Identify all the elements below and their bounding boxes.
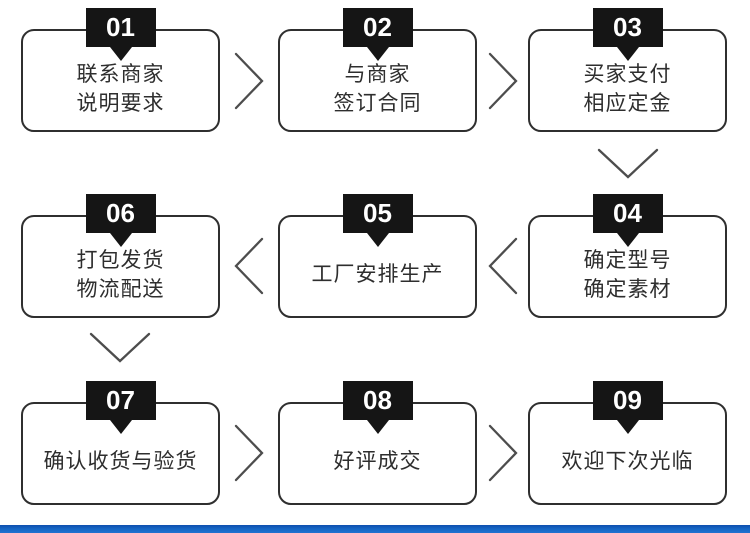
step-02-number-badge: 02	[342, 8, 413, 61]
step-03-number-badge: 03	[592, 8, 663, 61]
step-label-line2: 说明要求	[76, 91, 165, 115]
step-03-label: 买家支付 相应定金	[528, 29, 727, 132]
step-number: 09	[613, 385, 642, 415]
chevron-down-icon-03-to-04	[597, 148, 659, 179]
step-number: 04	[613, 198, 642, 228]
badge-pointer	[616, 233, 639, 247]
step-label-line1: 欢迎下次光临	[561, 450, 694, 473]
step-08-number-badge: 08	[342, 381, 413, 434]
step-label-line1: 确认收货与验货	[43, 450, 198, 473]
step-09-number-badge: 09	[592, 381, 663, 434]
chevron-right-icon-07-to-08	[234, 424, 264, 482]
step-label-line1: 联系商家	[76, 62, 165, 86]
step-02: 02 与商家 签订合同	[278, 8, 477, 132]
step-07-label: 确认收货与验货	[21, 402, 220, 505]
step-05-number-badge: 05	[342, 194, 413, 247]
step-08-label: 好评成交	[278, 402, 477, 505]
badge-pointer	[616, 47, 639, 61]
footer-accent-bar	[0, 525, 750, 533]
chevron-right-icon-02-to-03	[488, 52, 518, 110]
step-number: 01	[106, 12, 135, 42]
chevron-right-icon-01-to-02	[234, 52, 264, 110]
badge-pointer	[616, 420, 639, 434]
step-number: 06	[106, 198, 135, 228]
step-08: 08 好评成交	[278, 381, 477, 505]
step-06-label: 打包发货 物流配送	[21, 215, 220, 318]
badge-pointer	[109, 233, 132, 247]
step-02-label: 与商家 签订合同	[278, 29, 477, 132]
step-05-label: 工厂安排生产	[278, 215, 477, 318]
step-label-line2: 确定素材	[583, 277, 672, 301]
step-03: 03 买家支付 相应定金	[528, 8, 727, 132]
step-number: 07	[106, 385, 135, 415]
step-06: 06 打包发货 物流配送	[21, 194, 220, 318]
step-01: 01 联系商家 说明要求	[21, 8, 220, 132]
step-label-line1: 工厂安排生产	[311, 263, 444, 286]
step-label-line1: 好评成交	[333, 450, 422, 473]
step-label-line1: 与商家	[344, 62, 411, 86]
step-label-line2: 物流配送	[76, 277, 165, 301]
step-label-line1: 确定型号	[583, 248, 672, 272]
step-label-line2: 签订合同	[333, 91, 422, 115]
step-label-line1: 打包发货	[76, 248, 165, 272]
chevron-left-icon-04-to-05	[488, 237, 518, 295]
step-09-label: 欢迎下次光临	[528, 402, 727, 505]
step-number: 05	[363, 198, 392, 228]
step-number: 02	[363, 12, 392, 42]
badge-pointer	[366, 47, 389, 61]
step-01-label: 联系商家 说明要求	[21, 29, 220, 132]
step-label-line1: 买家支付	[583, 62, 672, 86]
step-number: 03	[613, 12, 642, 42]
step-07-number-badge: 07	[85, 381, 156, 434]
badge-pointer	[109, 420, 132, 434]
step-09: 09 欢迎下次光临	[528, 381, 727, 505]
chevron-left-icon-05-to-06	[234, 237, 264, 295]
step-07: 07 确认收货与验货	[21, 381, 220, 505]
step-05: 05 工厂安排生产	[278, 194, 477, 318]
badge-pointer	[366, 420, 389, 434]
step-06-number-badge: 06	[85, 194, 156, 247]
step-01-number-badge: 01	[85, 8, 156, 61]
chevron-right-icon-08-to-09	[488, 424, 518, 482]
step-label-line2: 相应定金	[583, 91, 672, 115]
step-04-label: 确定型号 确定素材	[528, 215, 727, 318]
chevron-down-icon-06-to-07	[89, 332, 151, 363]
step-number: 08	[363, 385, 392, 415]
step-04: 04 确定型号 确定素材	[528, 194, 727, 318]
step-04-number-badge: 04	[592, 194, 663, 247]
badge-pointer	[109, 47, 132, 61]
badge-pointer	[366, 233, 389, 247]
